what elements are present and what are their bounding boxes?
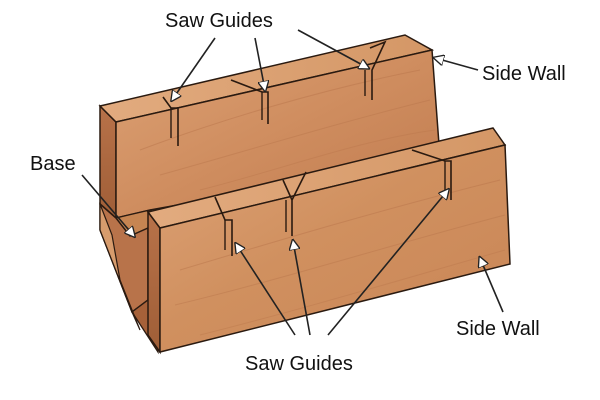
arrow-saw-guide-back-right xyxy=(297,29,368,68)
front-wall-face xyxy=(159,144,511,353)
arrow-base xyxy=(81,174,134,236)
label-base: Base xyxy=(30,153,76,175)
arrow-side-wall-back xyxy=(435,58,479,71)
saw-guide-back-right xyxy=(364,40,387,100)
label-side-wall-back: Side Wall xyxy=(482,63,566,85)
arrow-saw-guide-front-middle xyxy=(293,241,311,336)
arrow-side-wall-front xyxy=(480,258,504,313)
front-wall-saw-guides xyxy=(214,149,452,256)
saw-guide-front-left xyxy=(214,196,233,256)
label-side-wall-front: Side Wall xyxy=(456,318,540,340)
back-wall-end-face xyxy=(99,104,117,220)
saw-guide-back-left xyxy=(162,96,179,146)
saw-guide-front-middle xyxy=(282,171,307,236)
callout-arrows xyxy=(81,29,504,336)
base-left-strip xyxy=(99,203,141,331)
arrow-saw-guide-back-left xyxy=(172,37,216,100)
arrow-saw-guide-back-middle xyxy=(254,37,265,90)
arrow-saw-guide-front-right xyxy=(327,190,448,336)
front-wall-end-face xyxy=(147,209,161,355)
arrow-saw-guide-front-left xyxy=(236,244,296,336)
label-saw-guides-top: Saw Guides xyxy=(165,10,273,32)
label-saw-guides-bottom: Saw Guides xyxy=(245,353,353,375)
front-side-wall xyxy=(146,127,511,355)
